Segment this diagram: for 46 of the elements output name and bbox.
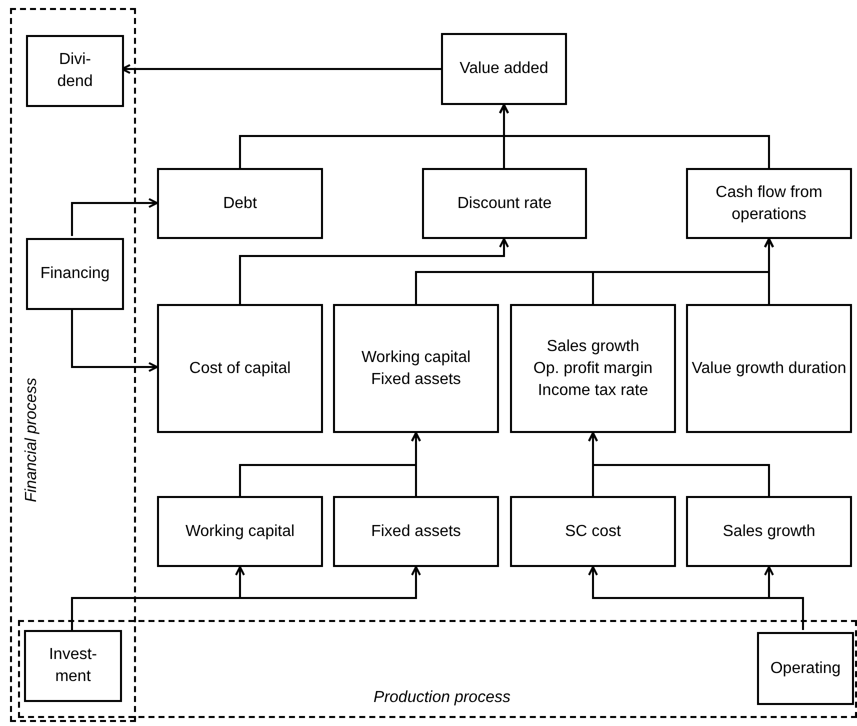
box-text: Divi- dend: [56, 50, 94, 92]
arrow: [71, 308, 158, 372]
process-box: [422, 168, 587, 239]
process-box: [157, 168, 323, 239]
box-text: Cash flow from operations: [714, 182, 824, 224]
box-text: Income tax rate: [536, 380, 650, 400]
process-box: [441, 33, 567, 105]
process-box: [24, 630, 122, 702]
process-box: [510, 304, 676, 433]
box-text: Discount rate: [456, 194, 553, 214]
box-text: Value growth duration: [690, 358, 848, 378]
box-text: Fixed assets: [370, 522, 462, 542]
process-box: [333, 496, 499, 567]
region-label: Financial process: [24, 378, 40, 502]
process-box: [26, 35, 124, 107]
box-text: Fixed assets: [370, 370, 462, 390]
arrow: [71, 198, 158, 236]
process-box: [686, 168, 852, 239]
box-text: Debt: [222, 194, 258, 214]
process-box: [510, 496, 676, 567]
arrow: [588, 432, 770, 496]
box-text: Working capital: [184, 522, 296, 542]
box-text: Op. profit margin: [532, 358, 654, 378]
process-box: [757, 632, 854, 705]
process-box: [686, 304, 852, 433]
process-box: [157, 304, 323, 433]
arrow: [239, 238, 509, 304]
arrow: [71, 566, 421, 630]
arrow: [764, 566, 804, 630]
box-text: Sales growth: [722, 522, 816, 542]
box-text: Sales growth: [546, 336, 640, 356]
box-text: Operating: [769, 658, 842, 678]
arrow: [411, 432, 421, 496]
arrow: [499, 104, 770, 168]
process-box: [26, 238, 124, 310]
arrow: [764, 238, 774, 304]
process-box: [686, 496, 852, 567]
process-box: [157, 496, 323, 567]
box-text: Cost of capital: [188, 358, 292, 378]
region-label: Production process: [374, 690, 510, 706]
box-text: Invest- ment: [48, 645, 98, 687]
box-text: Financing: [39, 264, 111, 284]
box-text: Value added: [458, 59, 550, 79]
box-text: SC cost: [564, 522, 622, 542]
process-box: [333, 304, 499, 433]
box-text: Working capital: [360, 348, 472, 368]
